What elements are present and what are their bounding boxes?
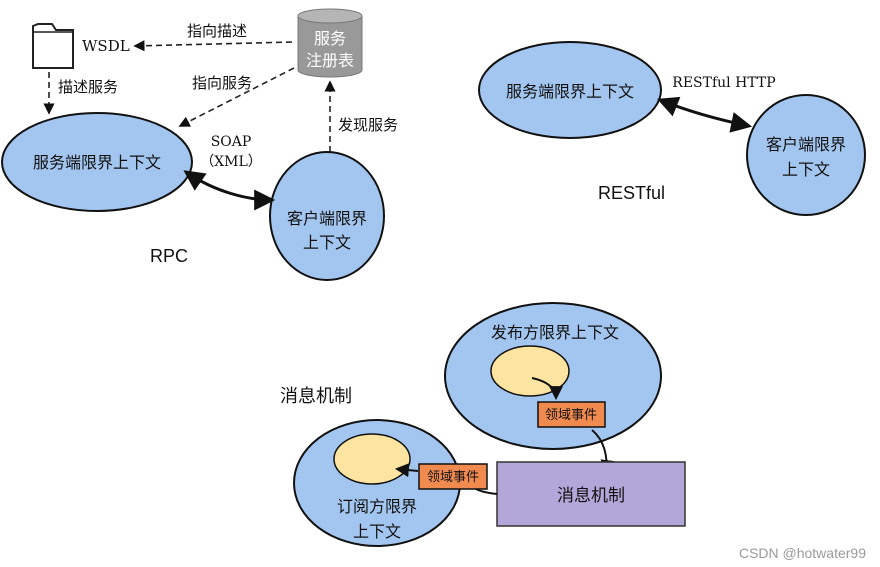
wsdl-label: WSDL xyxy=(82,37,130,55)
rest-server-context-ellipse xyxy=(478,41,662,139)
edge-label-point-to-describe: 指向描述 xyxy=(187,22,247,40)
publisher-context-label: 发布方限界上下文 xyxy=(491,323,619,342)
rpc-section-label: RPC xyxy=(150,246,188,266)
restful-connection-arrow xyxy=(657,96,753,133)
domain-event-2-label: 领域事件 xyxy=(427,470,479,485)
rpc-client-context-line1: 客户端限界 xyxy=(287,209,367,228)
rest-client-context-line1: 客户端限界 xyxy=(766,135,846,154)
publisher-emit-arrow xyxy=(531,377,563,401)
wsdl-folder-icon xyxy=(32,23,74,69)
restful-section-label: RESTful xyxy=(598,183,665,203)
edge-label-discover-service: 发现服务 xyxy=(338,116,398,134)
service-registry-cylinder-icon xyxy=(297,8,363,78)
edge-registry-to-server xyxy=(178,67,295,127)
subscriber-aggregate-ellipse xyxy=(333,433,411,485)
message-broker-box xyxy=(496,461,686,527)
domain-event-1-label: 领域事件 xyxy=(545,408,597,423)
subscriber-context-line2: 上下文 xyxy=(353,522,401,541)
event-to-subscriber-arrow xyxy=(394,463,419,478)
messaging-section-label: 消息机制 xyxy=(280,386,352,407)
publisher-aggregate-ellipse xyxy=(490,345,570,397)
rest-client-context-line2: 上下文 xyxy=(782,160,830,179)
soap-connection-arrow xyxy=(183,170,276,211)
edge-label-describe-service: 描述服务 xyxy=(58,78,118,96)
rest-server-context-label: 服务端限界上下文 xyxy=(506,82,634,101)
soap-label-line1: SOAP xyxy=(211,134,252,150)
subscriber-context-line1: 订阅方限界 xyxy=(337,497,417,516)
domain-event-box-1 xyxy=(537,401,606,428)
edge-registry-to-wsdl xyxy=(133,40,293,52)
rest-client-context-ellipse xyxy=(746,94,866,216)
message-broker-label: 消息机制 xyxy=(557,486,625,506)
rpc-client-context-ellipse xyxy=(269,151,385,281)
rpc-server-context-label: 服务端限界上下文 xyxy=(33,153,161,172)
registry-label-line1: 服务 xyxy=(314,29,346,48)
rpc-server-context-ellipse xyxy=(1,112,193,212)
domain-event-box-2 xyxy=(418,463,488,490)
edge-label-point-to-service: 指向服务 xyxy=(192,74,252,92)
registry-label-line2: 注册表 xyxy=(306,51,354,70)
restful-protocol-label: RESTful HTTP xyxy=(672,75,775,91)
soap-label-line2: （XML） xyxy=(200,154,262,170)
watermark: CSDN @hotwater99 xyxy=(738,545,866,561)
rpc-client-context-line2: 上下文 xyxy=(303,233,351,252)
